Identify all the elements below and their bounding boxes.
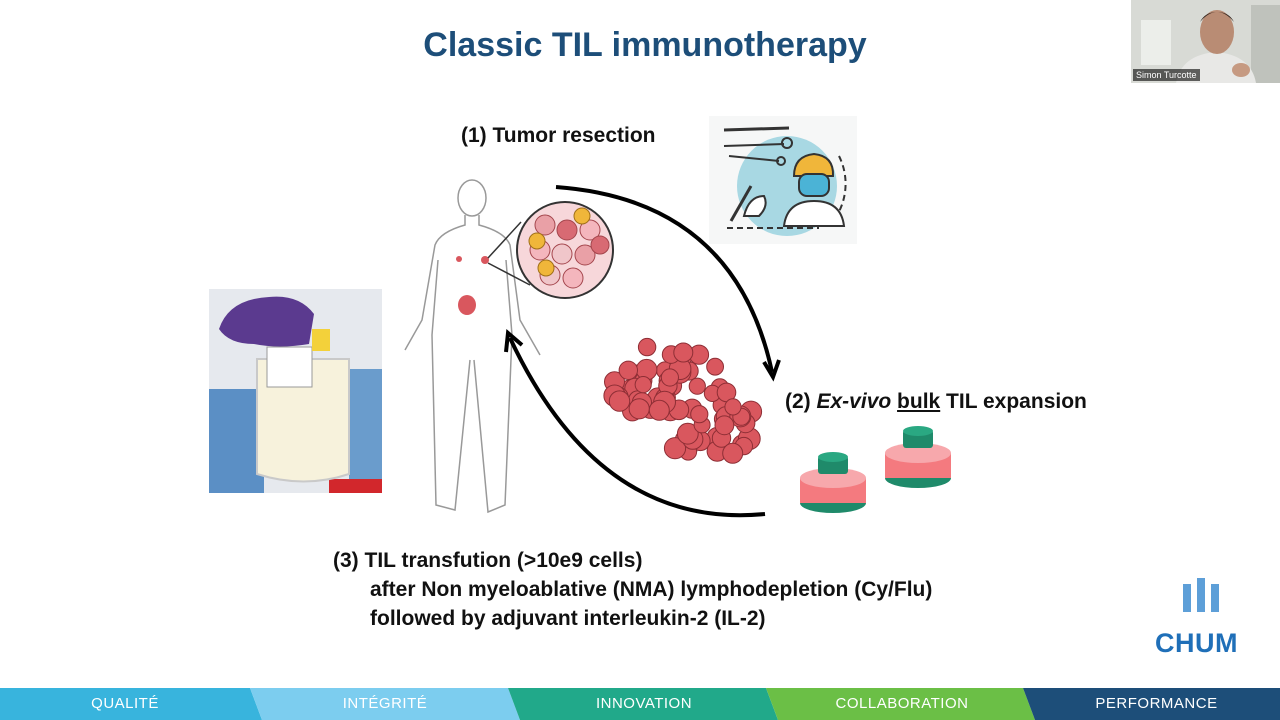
chum-logo-icon (1183, 578, 1219, 612)
footer-integrite: INTÉGRITÉ (342, 695, 428, 712)
participant-name: Simon Turcotte (1133, 69, 1200, 81)
slide-title: Classic TIL immunotherapy (423, 26, 867, 64)
til-cell (628, 398, 650, 420)
culture-flask-left (800, 452, 866, 513)
human-body-outline (404, 179, 541, 514)
til-cell (688, 377, 706, 395)
til-cell (660, 368, 680, 387)
til-cell-cluster (603, 337, 763, 464)
til-cell (663, 437, 687, 460)
til-cell (618, 360, 638, 380)
footer-band: QUALITÉ INTÉGRITÉ INNOVATION COLLABORATI… (0, 688, 1280, 720)
infusion-bag-icon (209, 289, 382, 493)
til-cell (722, 442, 744, 464)
step3-line1: (3) TIL transfution (>10e9 cells) (333, 549, 643, 572)
footer-innovation: INNOVATION (595, 695, 693, 712)
til-cell (608, 390, 631, 412)
til-cell (673, 342, 694, 363)
step1-label: (1) Tumor resection (461, 124, 656, 147)
organ-spot (458, 295, 476, 315)
step3-line2: after Non myeloablative (NMA) lymphodepl… (370, 578, 933, 601)
step2-prefix: (2) (785, 390, 817, 413)
step2-suffix: TIL expansion (940, 390, 1087, 413)
til-infusion-bag-photo (209, 289, 382, 493)
til-cell (690, 405, 709, 424)
tumor-magnification (516, 201, 614, 299)
til-cell (637, 337, 657, 357)
til-cell (714, 415, 735, 436)
surgeon-icon (723, 126, 847, 236)
presenter-video-icon (1131, 0, 1280, 83)
step2-italic: Ex-vivo (816, 390, 892, 413)
footer-performance: PERFORMANCE (1095, 695, 1218, 712)
chum-logo-text: CHUM (1155, 628, 1238, 658)
til-cell (648, 399, 670, 421)
til-cell (706, 357, 724, 376)
footer-collaboration: COLLABORATION (835, 695, 969, 712)
arrow-expansion (555, 185, 774, 373)
til-cell (676, 422, 699, 445)
tumor-spot (481, 256, 489, 264)
surgery-illustration (709, 116, 857, 244)
step3-line3: followed by adjuvant interleukin-2 (IL-2… (370, 607, 766, 630)
til-cell (724, 398, 742, 416)
step2-underlined: bulk (897, 390, 941, 413)
culture-flask-right (885, 426, 951, 488)
footer-segments (0, 688, 1280, 720)
arrow-transfusion (508, 337, 766, 518)
tumor-spot-small (456, 256, 462, 262)
til-cell (634, 376, 652, 394)
step2-label: (2) Ex-vivo bulk TIL expansion (785, 390, 1087, 414)
footer-qualite: QUALITÉ (91, 695, 159, 712)
webcam-thumbnail[interactable]: Simon Turcotte (1131, 0, 1280, 83)
